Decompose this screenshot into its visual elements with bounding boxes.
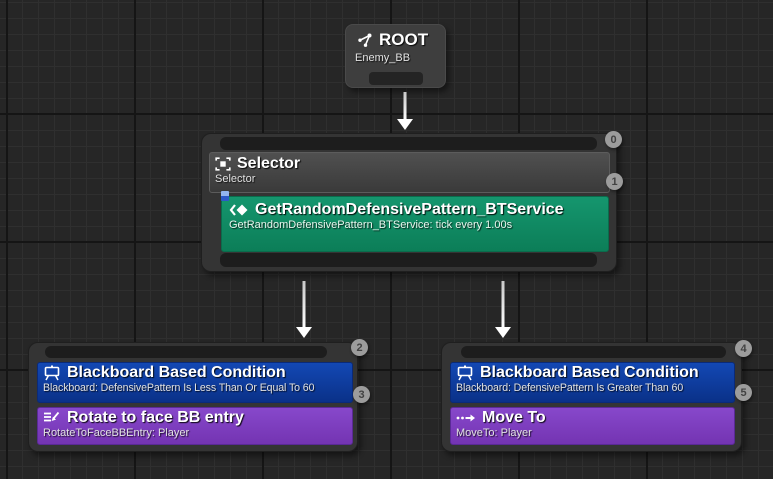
right-leaf-node[interactable]: Blackboard Based Condition Blackboard: D… bbox=[441, 342, 742, 452]
right-decorator-node[interactable]: Blackboard Based Condition Blackboard: D… bbox=[450, 362, 735, 403]
service-title: GetRandomDefensivePattern_BTService bbox=[255, 201, 564, 218]
root-node-subtitle: Enemy_BB bbox=[355, 52, 411, 64]
service-flag-icon bbox=[221, 191, 229, 201]
blackboard-icon bbox=[43, 365, 61, 381]
execution-index-badge-5: 5 bbox=[735, 384, 752, 401]
execution-index-badge-1: 1 bbox=[606, 173, 623, 190]
root-node-title: ROOT bbox=[379, 30, 429, 49]
execution-index-badge-2: 2 bbox=[351, 339, 368, 356]
selector-node[interactable]: Selector Selector GetRandomDefensivePatt… bbox=[201, 133, 617, 272]
left-decorator-title: Blackboard Based Condition bbox=[67, 364, 286, 381]
left-decorator-node[interactable]: Blackboard Based Condition Blackboard: D… bbox=[37, 362, 353, 403]
selector-subtitle: Selector bbox=[215, 173, 256, 185]
connection-line bbox=[302, 281, 306, 329]
root-graph-icon bbox=[357, 32, 373, 48]
connection-selector-to-left[interactable] bbox=[296, 281, 312, 338]
connection-line bbox=[403, 92, 407, 121]
left-leaf-input-pin[interactable] bbox=[45, 346, 327, 358]
root-title-row: ROOT bbox=[346, 25, 445, 50]
rotate-task-icon bbox=[43, 411, 61, 425]
right-decorator-subtitle: Blackboard: DefensivePattern Is Greater … bbox=[456, 382, 684, 394]
right-task-subtitle: MoveTo: Player bbox=[456, 427, 532, 439]
execution-index-badge-3: 3 bbox=[353, 386, 370, 403]
arrow-head-icon bbox=[296, 327, 312, 338]
selector-input-pin[interactable] bbox=[220, 137, 597, 150]
connection-line bbox=[501, 281, 505, 329]
service-subtitle: GetRandomDefensivePattern_BTService: tic… bbox=[229, 219, 513, 231]
selector-marquee-icon bbox=[215, 156, 231, 172]
blackboard-icon bbox=[456, 365, 474, 381]
selector-output-pin[interactable] bbox=[220, 253, 597, 267]
right-decorator-title: Blackboard Based Condition bbox=[480, 364, 699, 381]
left-task-subtitle: RotateToFaceBBEntry: Player bbox=[43, 427, 190, 439]
execution-index-badge-4: 4 bbox=[735, 340, 752, 357]
left-leaf-node[interactable]: Blackboard Based Condition Blackboard: D… bbox=[28, 342, 358, 452]
service-diamond-icon bbox=[229, 203, 249, 217]
arrow-head-icon bbox=[397, 119, 413, 130]
selector-title: Selector bbox=[237, 155, 301, 172]
arrow-head-icon bbox=[495, 327, 511, 338]
left-task-node[interactable]: Rotate to face BB entry RotateToFaceBBEn… bbox=[37, 407, 353, 445]
right-task-node[interactable]: Move To MoveTo: Player bbox=[450, 407, 735, 445]
root-output-pin[interactable] bbox=[369, 72, 423, 85]
left-task-title: Rotate to face BB entry bbox=[67, 409, 244, 426]
connection-root-to-selector[interactable] bbox=[397, 92, 413, 130]
right-task-title: Move To bbox=[482, 409, 546, 426]
right-leaf-input-pin[interactable] bbox=[461, 346, 726, 358]
left-decorator-subtitle: Blackboard: DefensivePattern Is Less Tha… bbox=[43, 382, 315, 394]
service-node[interactable]: GetRandomDefensivePattern_BTService GetR… bbox=[221, 191, 609, 252]
move-to-icon bbox=[456, 412, 476, 424]
connection-selector-to-right[interactable] bbox=[495, 281, 511, 338]
execution-index-badge-0: 0 bbox=[605, 131, 622, 148]
root-node[interactable]: ROOT Enemy_BB bbox=[345, 24, 446, 88]
selector-header[interactable]: Selector Selector bbox=[209, 152, 610, 193]
